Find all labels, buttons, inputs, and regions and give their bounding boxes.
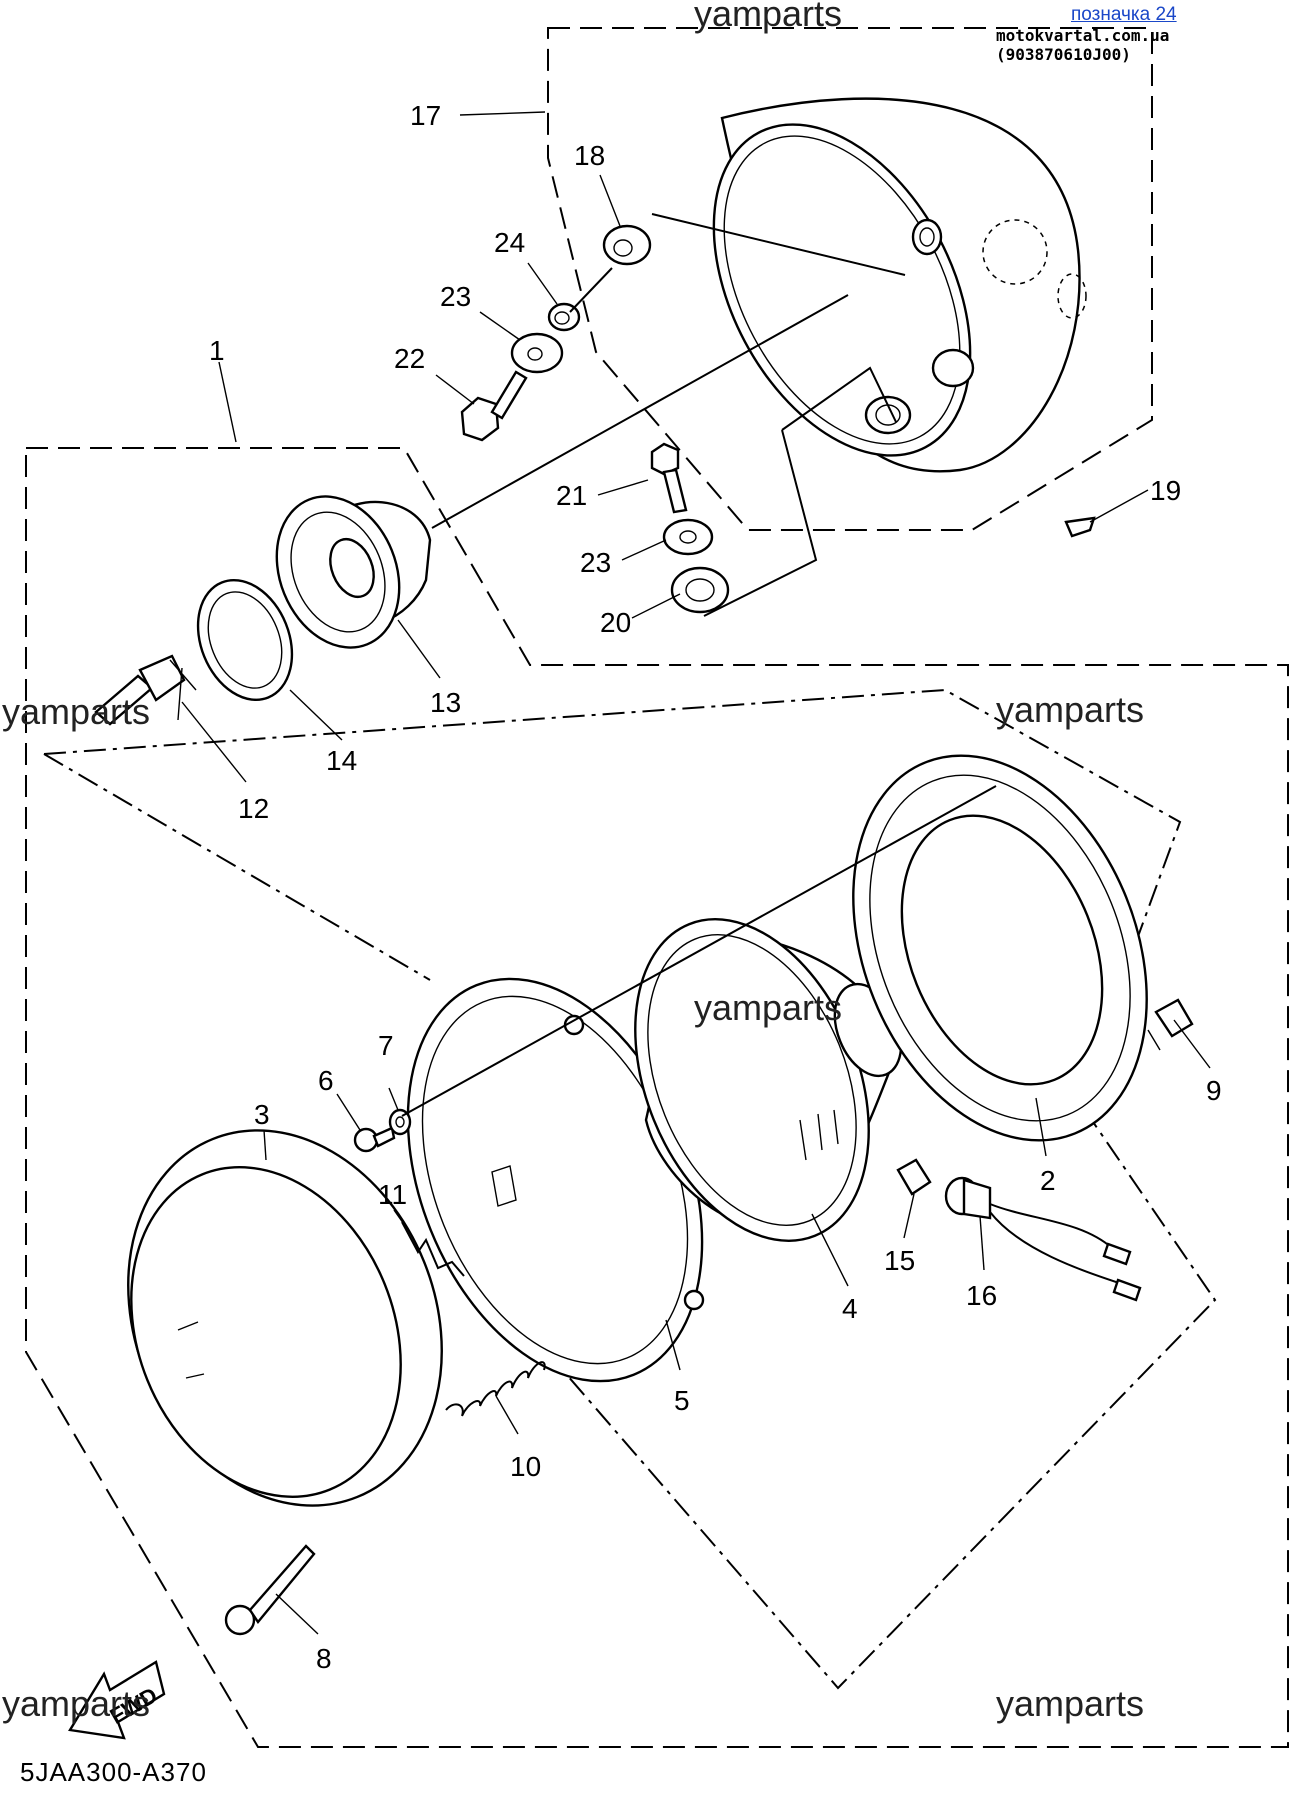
callout-14: 14 bbox=[326, 745, 357, 776]
callout-20: 20 bbox=[600, 607, 631, 638]
tag-source: motokvartal.com.ua (903870610J00) bbox=[996, 26, 1170, 64]
tag-link[interactable]: позначка 24 bbox=[1071, 4, 1177, 25]
washer-7 bbox=[388, 1108, 412, 1136]
washer-23-upper bbox=[510, 332, 564, 374]
screw-6 bbox=[353, 1126, 396, 1153]
callout-13: 13 bbox=[430, 687, 461, 718]
callout-23-lower: 23 bbox=[580, 547, 611, 578]
callout-19: 19 bbox=[1150, 475, 1181, 506]
callout-leaders bbox=[181, 111, 1211, 1635]
housing-group-boundary bbox=[547, 27, 1153, 531]
holder-ring-2 bbox=[852, 754, 1148, 1142]
rim-3 bbox=[127, 1129, 443, 1507]
retaining-ring-14 bbox=[196, 578, 294, 702]
callout-10: 10 bbox=[510, 1451, 541, 1482]
callout-3: 3 bbox=[254, 1099, 270, 1130]
unit-group-boundary bbox=[43, 688, 1217, 1690]
callout-7: 7 bbox=[378, 1030, 394, 1061]
screw-8 bbox=[224, 1544, 316, 1636]
callout-5: 5 bbox=[674, 1385, 690, 1416]
callout-23-upper: 23 bbox=[440, 281, 471, 312]
watermark-center: yamparts bbox=[694, 987, 842, 1028]
callout-21: 21 bbox=[556, 480, 587, 511]
reflector-4 bbox=[634, 918, 903, 1242]
bulb-socket-13 bbox=[275, 495, 432, 649]
watermark-top: yamparts bbox=[694, 0, 842, 34]
callout-12: 12 bbox=[238, 793, 269, 824]
connector-9 bbox=[1147, 998, 1194, 1051]
callout-17: 17 bbox=[410, 100, 441, 131]
washer-23-lower bbox=[662, 518, 714, 556]
watermark-bottom-right: yamparts bbox=[996, 1683, 1144, 1724]
callout-2: 2 bbox=[1040, 1165, 1056, 1196]
diagram-code: 5JAA300-A370 bbox=[20, 1757, 207, 1787]
callout-22: 22 bbox=[394, 343, 425, 374]
watermark-bottom-left: yamparts bbox=[2, 1683, 150, 1724]
headlight-assembly-boundary bbox=[25, 447, 1289, 1748]
bolt-22 bbox=[460, 370, 528, 442]
callout-8: 8 bbox=[316, 1643, 332, 1674]
callout-18: 18 bbox=[574, 140, 605, 171]
callout-1: 1 bbox=[209, 335, 225, 366]
callout-4: 4 bbox=[842, 1293, 858, 1324]
callout-9: 9 bbox=[1206, 1075, 1222, 1106]
callout-24: 24 bbox=[494, 227, 525, 258]
clip-11 bbox=[401, 1221, 465, 1277]
unit-group-lower-edge bbox=[43, 753, 431, 981]
grommet-20 bbox=[670, 566, 730, 614]
position-bulb-15 bbox=[896, 1158, 932, 1196]
bolt-21 bbox=[650, 442, 688, 514]
callout-11: 11 bbox=[378, 1179, 407, 1210]
spring-10 bbox=[445, 1361, 546, 1417]
alignment-lines bbox=[401, 213, 997, 1117]
bulb-12 bbox=[94, 654, 197, 726]
watermark-right: yamparts bbox=[996, 689, 1144, 730]
callout-6: 6 bbox=[318, 1065, 334, 1096]
headlight-housing bbox=[712, 97, 1087, 473]
callout-16: 16 bbox=[966, 1280, 997, 1311]
grommet-18 bbox=[602, 224, 652, 266]
watermark-left: yamparts bbox=[2, 691, 150, 732]
bulb-socket-16 bbox=[944, 1176, 1142, 1302]
callout-15: 15 bbox=[884, 1245, 915, 1276]
screw-19 bbox=[1064, 516, 1096, 538]
